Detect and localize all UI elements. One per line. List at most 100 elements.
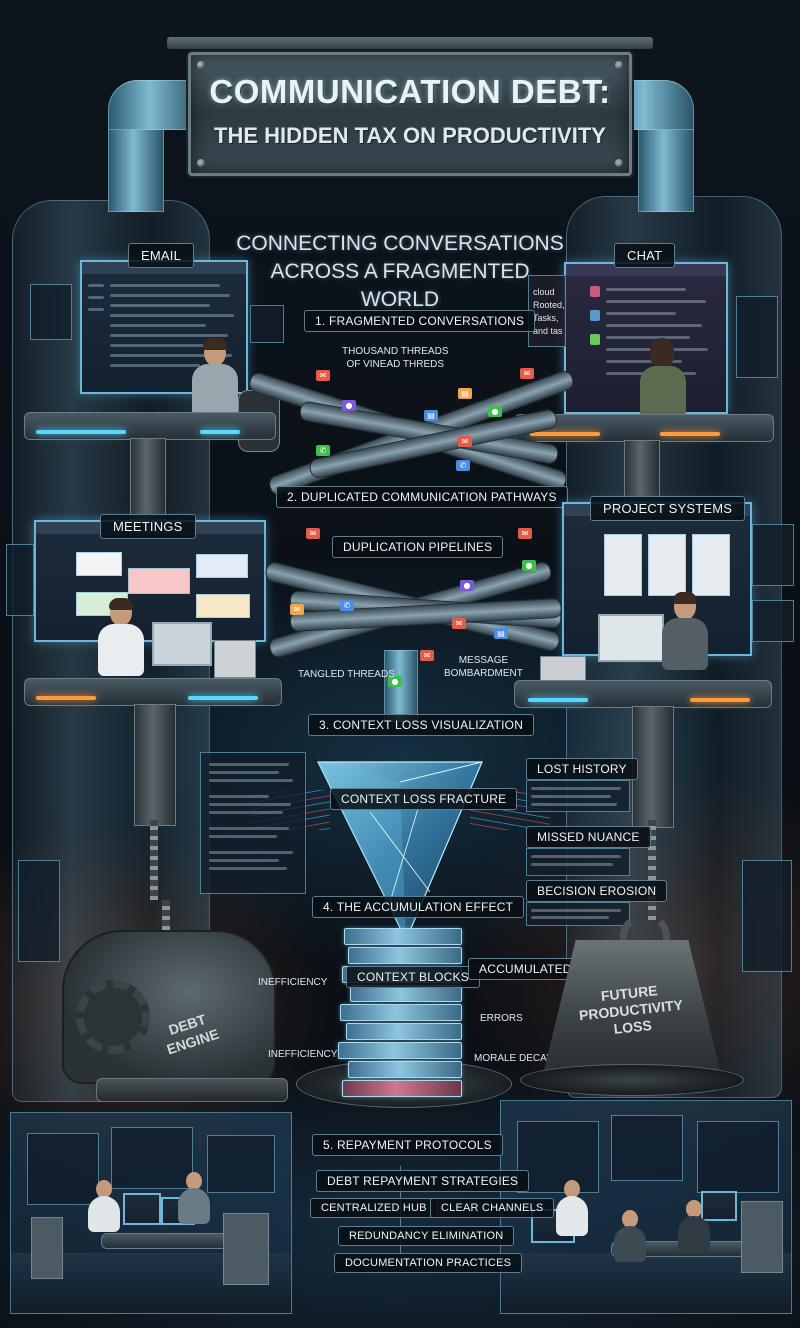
decision-erosion-label-visible: BECISION EROSION — [526, 880, 668, 902]
debt-repayment-strategies-label: DEBT REPAYMENT STRATEGIES — [316, 1170, 530, 1192]
chat-side-panel-right — [736, 296, 778, 378]
project-desk-glow-2 — [690, 698, 750, 702]
note-line: OF VINEAD THREDS — [346, 359, 445, 370]
context-block — [342, 1080, 462, 1097]
future-productivity-loss-weight — [544, 940, 720, 1070]
envelope-icon: ✉ — [452, 618, 466, 629]
decision-erosion-detail — [526, 902, 630, 926]
errors-label: ERRORS — [480, 1013, 523, 1024]
message-bombardment-label: MESSAGE BOMBARDMENT — [444, 654, 523, 680]
bombardment-line: BOMBARDMENT — [444, 668, 523, 679]
bolt-icon — [615, 159, 623, 167]
weight-base — [520, 1064, 744, 1096]
email-pillar — [130, 438, 166, 520]
project-pillar — [632, 706, 674, 828]
chat-avatar-icon — [590, 286, 600, 297]
context-notes-panel-left — [200, 752, 306, 894]
inefficiency-top-label: INEFFICIENCY — [258, 977, 328, 988]
station-label-email: EMAIL — [128, 243, 195, 268]
email-desk-glow — [36, 430, 126, 434]
context-loss-fracture-label: CONTEXT LOSS FRACTURE — [330, 788, 518, 810]
context-block — [344, 928, 462, 945]
engine-base — [96, 1078, 288, 1102]
chat-note-line: Rooted, — [533, 300, 565, 310]
bombardment-line: MESSAGE — [458, 655, 509, 666]
section-3-label: 3. CONTEXT LOSS VISUALIZATION — [308, 714, 535, 736]
debt-engine-side-panel — [18, 860, 60, 962]
envelope-icon: ✉ — [420, 650, 434, 661]
email-desk-glow-2 — [200, 430, 240, 434]
chat-bubble-icon: ● — [342, 400, 356, 411]
document-icon: ▤ — [494, 628, 508, 639]
chat-note-line: cloud — [533, 287, 555, 297]
inefficiency-bottom-label: INEFFICIENCY — [268, 1049, 338, 1060]
bolt-icon — [615, 61, 623, 69]
project-monitor — [598, 614, 664, 662]
redundancy-elimination-label: REDUNDANCY ELIMINATION — [338, 1226, 515, 1246]
tagline-line-2: ACROSS A FRAGMENTED WORLD — [270, 260, 530, 311]
document-icon: ▤ — [424, 410, 438, 421]
chat-avatar-icon — [590, 334, 600, 345]
project-chain — [648, 820, 656, 920]
context-block — [338, 1042, 462, 1059]
chat-note-line: Tasks, — [533, 313, 559, 323]
centralized-hub-label: CENTRALIZED HUB — [310, 1198, 438, 1218]
lost-history-label: LOST HISTORY — [526, 758, 638, 780]
project-side-panel-lower — [752, 600, 794, 642]
chat-desk-glow — [530, 432, 600, 436]
email-side-panel — [30, 284, 72, 340]
meetings-desk — [24, 678, 282, 706]
bolt-icon — [197, 61, 205, 69]
engine-chain-upper — [162, 900, 170, 940]
section-2-label: 2. DUPLICATED COMMUNICATION PATHWAYS — [276, 486, 568, 508]
document-icon: ▤ — [458, 388, 472, 399]
documentation-practices-label: DOCUMENTATION PRACTICES — [334, 1253, 523, 1273]
envelope-icon: ✉ — [518, 528, 532, 539]
chat-bubble-icon: ● — [460, 580, 474, 591]
morale-decay-label: MORALE DECAY — [474, 1053, 553, 1064]
envelope-icon: ✉ — [316, 370, 330, 381]
tagline: CONNECTING CONVERSATIONS ACROSS A FRAGME… — [230, 230, 570, 314]
title-plate: COMMUNICATION DEBT: THE HIDDEN TAX ON PR… — [167, 37, 653, 176]
meetings-pillar — [134, 704, 176, 826]
left-office-room — [10, 1112, 292, 1314]
meetings-desk-glow — [36, 696, 96, 700]
email-side-panel-right — [250, 305, 284, 343]
station-label-meetings: MEETINGS — [100, 514, 196, 539]
page-title: COMMUNICATION DEBT: — [209, 73, 611, 110]
chat-bubble-icon: ● — [488, 406, 502, 417]
note-line: THOUSAND THREADS — [342, 346, 449, 357]
duplication-pipelines-label: DUPLICATION PIPELINES — [332, 536, 504, 558]
thousand-threads-note: THOUSAND THREADS OF VINEAD THREDS — [342, 345, 449, 371]
bolt-icon — [197, 159, 205, 167]
engine-gear-icon — [76, 980, 150, 1054]
context-blocks-label: CONTEXT BLOCKS — [346, 966, 480, 988]
meetings-chain — [150, 820, 158, 900]
email-desk — [24, 412, 276, 440]
chat-avatar-icon — [590, 310, 600, 321]
chat-desk-glow-2 — [660, 432, 720, 436]
envelope-icon: ✉ — [520, 368, 534, 379]
chat-bubble-icon: ● — [522, 560, 536, 571]
left-top-pipe-bend — [108, 80, 200, 130]
project-desk-glow — [528, 698, 588, 702]
station-label-chat: CHAT — [614, 243, 676, 268]
project-side-panel — [752, 524, 794, 586]
context-block — [346, 1023, 462, 1040]
weight-side-panel — [742, 860, 792, 972]
context-block — [348, 1061, 462, 1078]
envelope-icon: ✉ — [458, 436, 472, 447]
envelope-icon: ✉ — [290, 604, 304, 615]
section-5-label: 5. REPAYMENT PROTOCOLS — [312, 1134, 503, 1156]
page-subtitle: THE HIDDEN TAX ON PRODUCTIVITY — [214, 123, 606, 148]
meetings-paper-stack — [214, 640, 256, 678]
chat-desk — [514, 414, 774, 442]
missed-nuance-label: MISSED NUANCE — [526, 826, 651, 848]
phone-icon: ✆ — [340, 600, 354, 611]
missed-nuance-detail — [526, 848, 630, 876]
phone-icon: ✆ — [456, 460, 470, 471]
tangled-threads-label: TANGLED THREADS — [298, 669, 395, 680]
meetings-monitor — [152, 622, 212, 666]
context-block-stack — [338, 928, 462, 1099]
tagline-line-1: CONNECTING CONVERSATIONS — [236, 232, 564, 255]
